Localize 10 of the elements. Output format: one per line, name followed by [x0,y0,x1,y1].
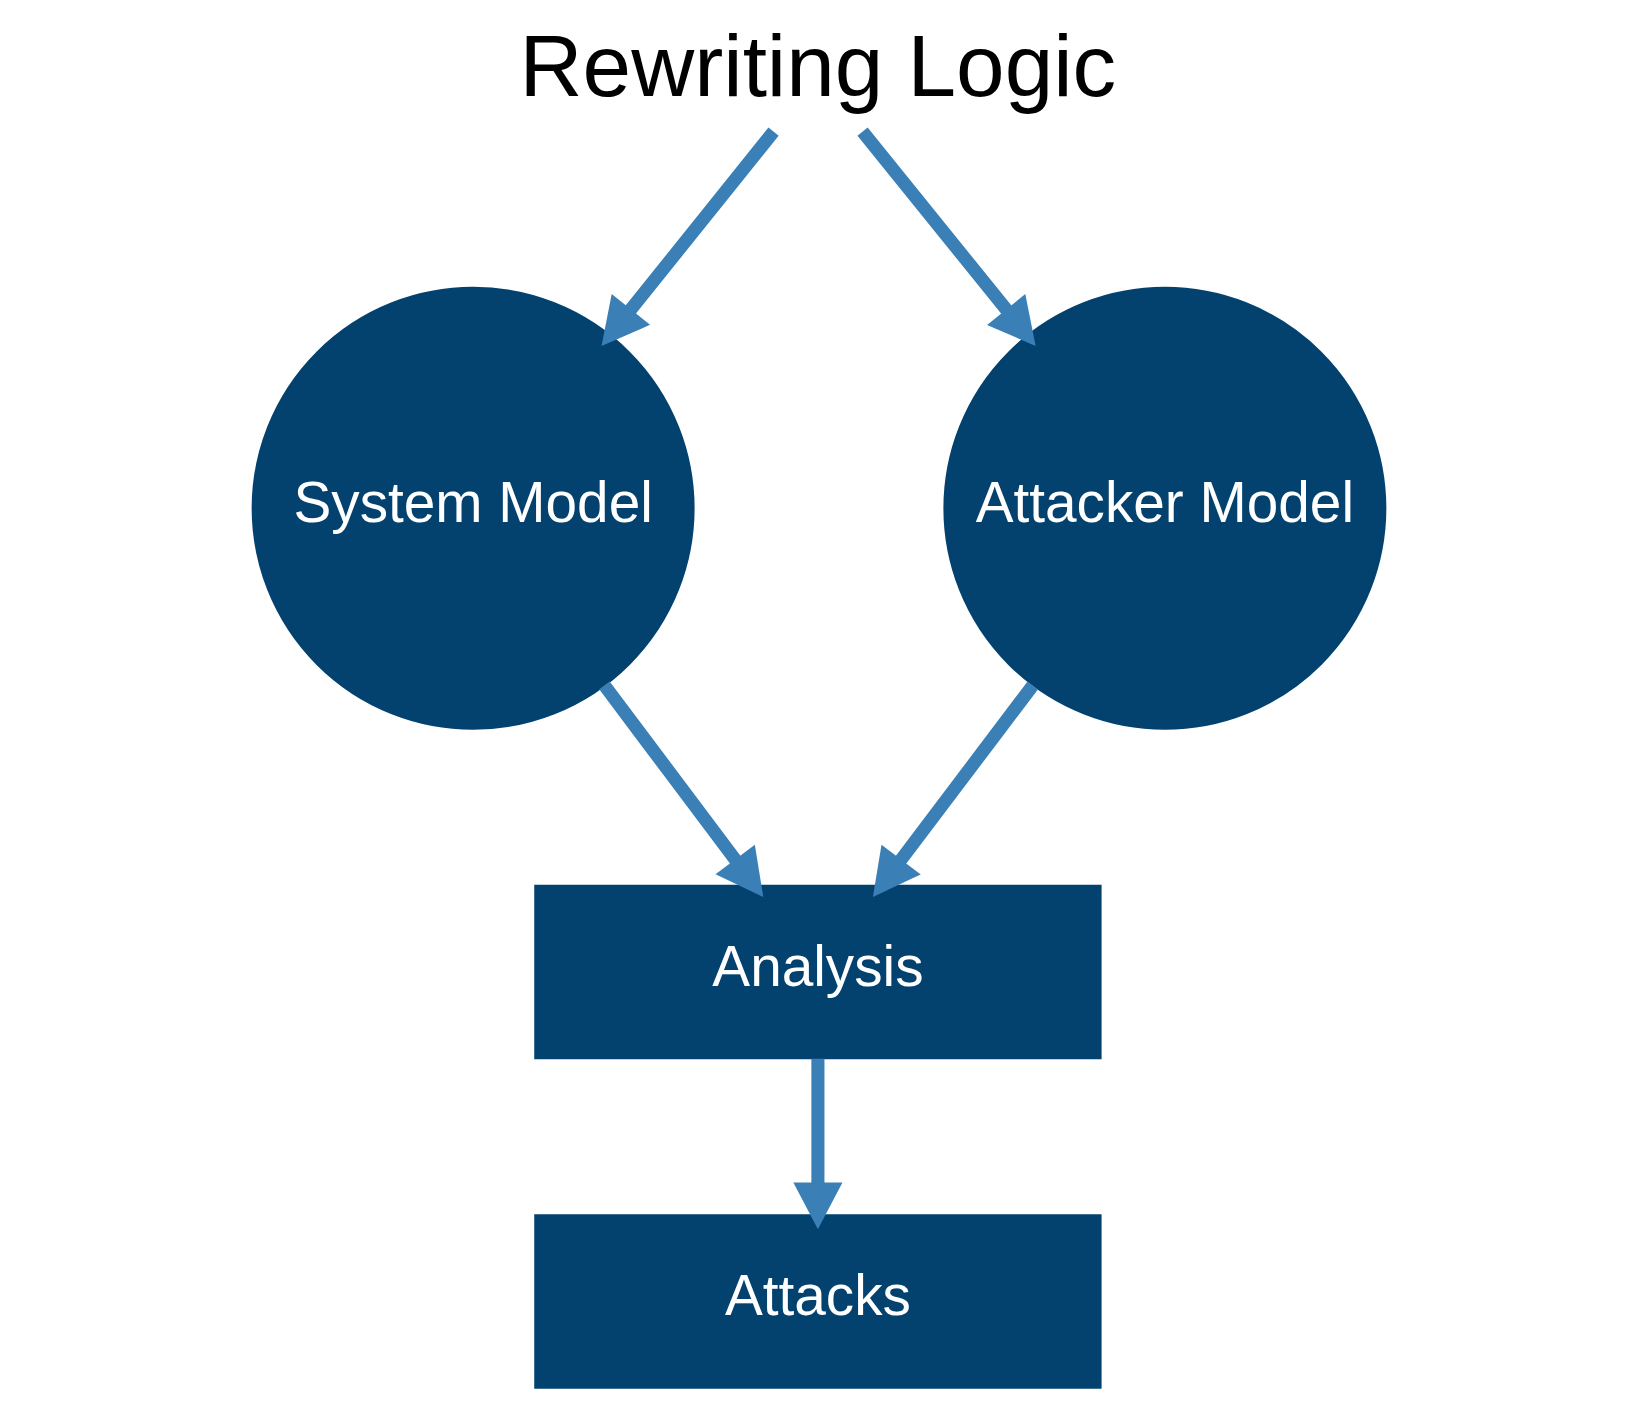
node-circle: Attacker Model [942,286,1386,730]
node-circle: System Model [251,286,695,730]
arrow [856,127,1036,346]
arrow [598,681,763,898]
node-text: Rewriting Logic [519,16,1116,114]
arrow [872,681,1038,897]
node-box: Attacks [533,1214,1102,1389]
arrow [792,1058,842,1230]
arrow [601,127,779,346]
node-box: Analysis [533,884,1102,1060]
